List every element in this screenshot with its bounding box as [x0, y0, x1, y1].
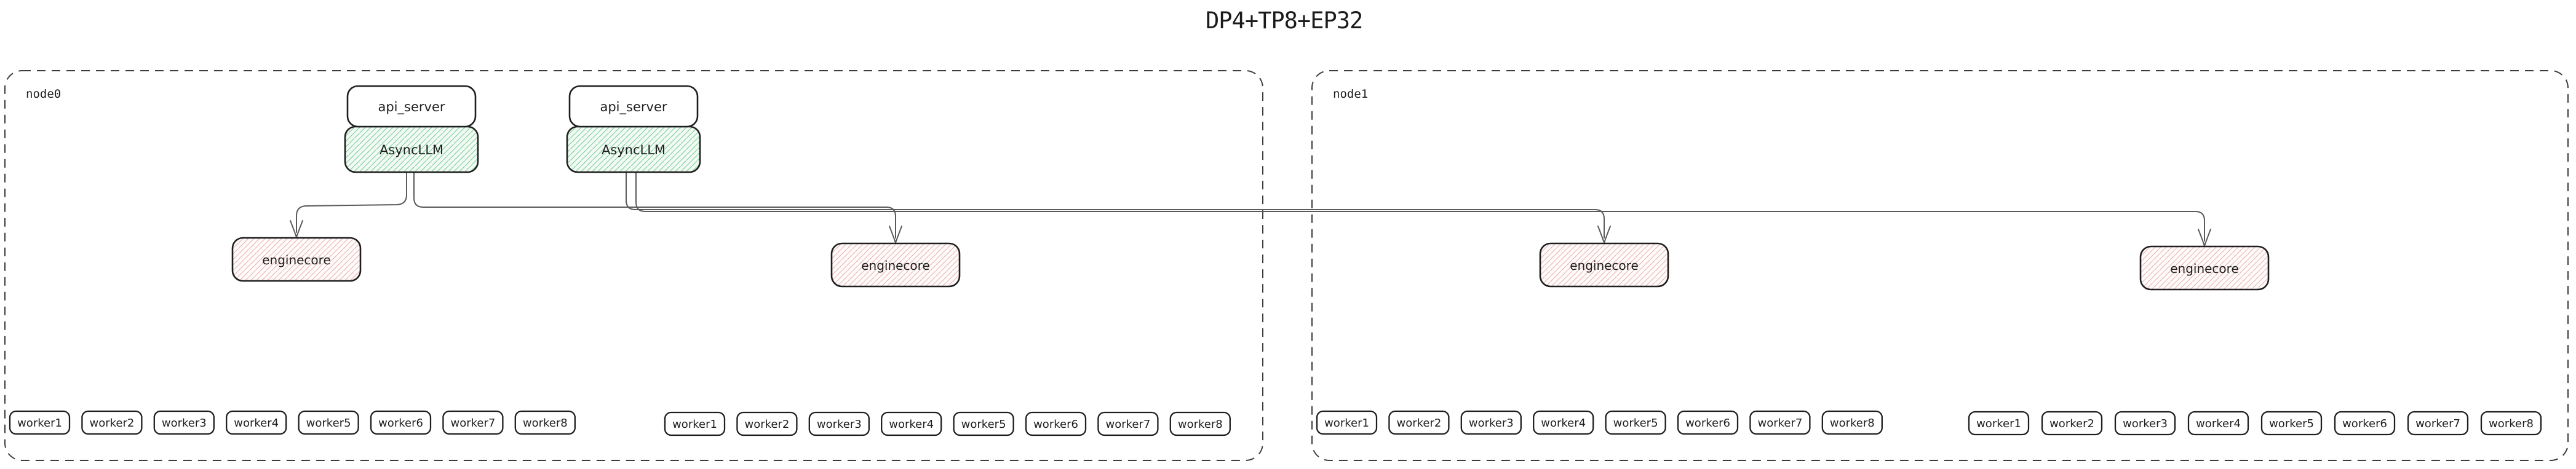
worker-box-group0-worker3: [153, 410, 215, 435]
worker-box-group1-worker8: [1169, 411, 1231, 436]
worker-label: worker6: [1685, 417, 1730, 430]
enginecore-box-enginecore2: [1539, 242, 1669, 288]
worker-label: worker1: [672, 418, 717, 431]
asyncllm-label: AsyncLLM: [380, 143, 443, 157]
worker-label: worker2: [1396, 417, 1441, 430]
worker-label: worker1: [1976, 417, 2021, 430]
edge-line-asyncllm1-to-enginecore3: [635, 171, 2205, 242]
worker-box-group1-worker5: [953, 411, 1014, 436]
worker-box-group2-worker6: [1677, 410, 1739, 435]
api-server-box-stack0: [346, 85, 477, 128]
worker-label: worker5: [306, 417, 351, 430]
worker-label: worker2: [2049, 417, 2094, 430]
worker-box-group0-worker8: [514, 410, 576, 435]
enginecore-box-enginecore1: [830, 242, 961, 288]
worker-box-group2-worker4: [1533, 410, 1594, 435]
worker-box-group3-worker8: [2480, 411, 2542, 436]
worker-label: worker3: [817, 418, 862, 431]
api-server-label: api_server: [600, 100, 667, 115]
worker-label: worker4: [234, 417, 279, 430]
worker-box-group3-worker6: [2334, 411, 2396, 436]
worker-label: worker7: [1105, 418, 1150, 431]
worker-label: worker7: [450, 417, 495, 430]
worker-box-group1-worker4: [881, 411, 942, 436]
worker-label: worker2: [89, 417, 134, 430]
worker-box-group2-worker1: [1316, 410, 1378, 435]
worker-label: worker8: [523, 417, 568, 430]
worker-box-group2-worker3: [1460, 410, 1522, 435]
worker-box-group1-worker7: [1097, 411, 1159, 436]
worker-box-group3-worker5: [2260, 411, 2323, 436]
worker-label: worker1: [1324, 417, 1369, 430]
worker-box-group2-worker7: [1749, 410, 1811, 435]
worker-box-group1-worker1: [664, 411, 726, 436]
api-server-label: api_server: [378, 100, 445, 115]
worker-label: worker3: [2123, 417, 2168, 430]
worker-box-group2-worker2: [1388, 410, 1450, 435]
worker-box-group2-worker8: [1821, 410, 1883, 435]
worker-label: worker1: [17, 417, 62, 430]
worker-box-group0-worker7: [442, 410, 504, 435]
worker-label: worker5: [961, 418, 1006, 431]
worker-box-group0-worker5: [298, 410, 359, 435]
edge-line-asyncllm0-to-enginecore0: [296, 171, 407, 233]
worker-label: worker3: [1469, 417, 1514, 430]
worker-label: worker8: [1830, 417, 1875, 430]
container-node1: [1311, 70, 2569, 461]
worker-label: worker6: [2342, 417, 2387, 430]
worker-box-group3-worker4: [2187, 411, 2249, 436]
worker-box-group1-worker3: [808, 411, 870, 436]
worker-label: worker4: [889, 418, 934, 431]
worker-box-group1-worker6: [1025, 411, 1087, 436]
worker-box-group1-worker2: [736, 411, 798, 436]
worker-label: worker3: [162, 417, 207, 430]
enginecore-label: enginecore: [2170, 261, 2239, 276]
worker-label: worker2: [744, 418, 789, 431]
worker-label: worker8: [2489, 417, 2534, 430]
worker-box-group0-worker2: [81, 410, 143, 435]
asyncllm-label: AsyncLLM: [602, 143, 666, 157]
edge-line-asyncllm1-to-enginecore2: [626, 171, 1605, 238]
container-label-node0: node0: [26, 87, 61, 101]
worker-label: worker4: [1541, 417, 1586, 430]
container-node0: [4, 70, 1263, 461]
worker-label: worker6: [1033, 418, 1078, 431]
container-label-node1: node1: [1333, 87, 1368, 101]
worker-box-group0-worker4: [226, 410, 287, 435]
enginecore-box-enginecore0: [231, 237, 362, 282]
worker-label: worker8: [1178, 418, 1223, 431]
worker-label: worker5: [2269, 417, 2314, 430]
worker-box-group3-worker1: [1968, 411, 2030, 436]
worker-box-group3-worker2: [2041, 411, 2103, 436]
worker-box-group3-worker7: [2407, 411, 2469, 436]
enginecore-label: enginecore: [861, 258, 930, 273]
worker-box-group3-worker3: [2114, 411, 2176, 436]
enginecore-box-enginecore3: [2139, 245, 2270, 291]
worker-box-group2-worker5: [1605, 410, 1666, 435]
worker-label: worker5: [1613, 417, 1658, 430]
api-server-box-stack1: [568, 85, 699, 128]
worker-box-group0-worker6: [370, 410, 432, 435]
diagram-title: DP4+TP8+EP32: [1206, 7, 1363, 34]
worker-label: worker6: [378, 417, 423, 430]
worker-label: worker4: [2196, 417, 2241, 430]
worker-box-group0-worker1: [9, 410, 71, 435]
enginecore-label: enginecore: [262, 253, 331, 267]
enginecore-label: enginecore: [1570, 258, 1639, 273]
edge-line-asyncllm0-to-enginecore1: [413, 171, 896, 238]
worker-label: worker7: [1757, 417, 1802, 430]
worker-label: worker7: [2415, 417, 2460, 430]
